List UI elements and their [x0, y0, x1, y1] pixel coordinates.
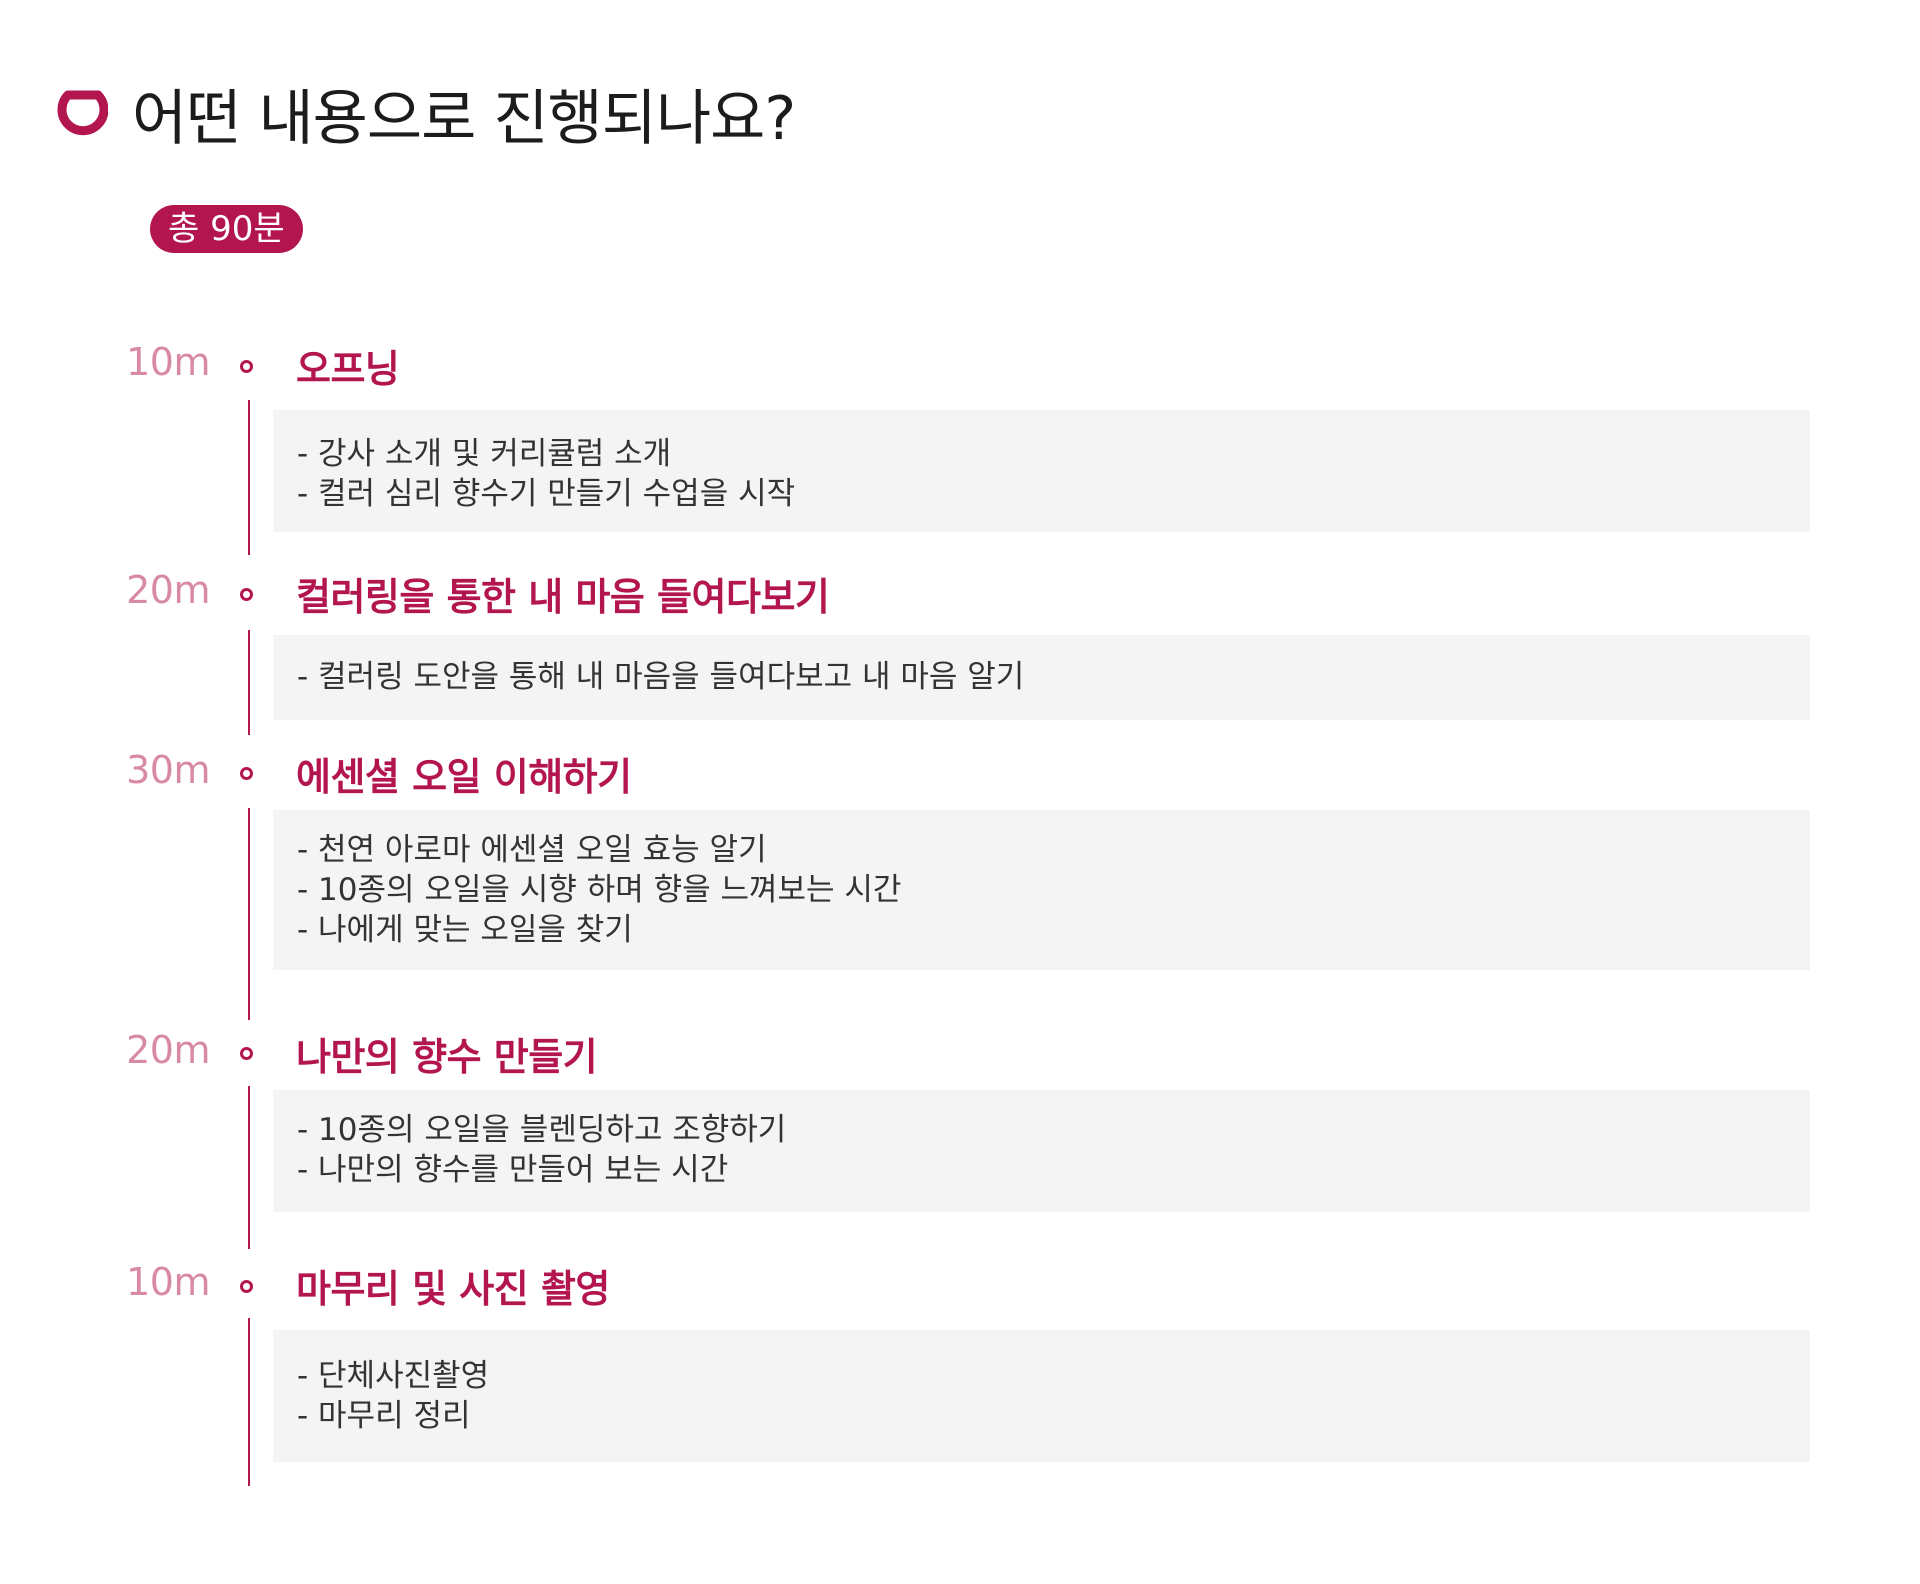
step-duration: 10m [126, 1260, 210, 1304]
step-title: 컬러링을 통한 내 마음 들여다보기 [296, 575, 830, 619]
timeline-line [248, 808, 250, 1020]
step-detail-box: - 컬러링 도안을 통해 내 마음을 들여다보고 내 마음 알기 [273, 635, 1810, 720]
timeline-line [248, 400, 250, 555]
step-title: 에센셜 오일 이해하기 [296, 755, 632, 799]
step-title: 나만의 향수 만들기 [296, 1035, 598, 1079]
circle-arc-logo-icon [57, 90, 108, 136]
step-duration: 10m [126, 340, 210, 384]
timeline-line [248, 1318, 250, 1486]
step-duration: 30m [126, 748, 210, 792]
timeline-line [248, 1086, 250, 1249]
detail-line: - 마무리 정리 [297, 1398, 471, 1434]
page-header: 어떤 내용으로 진행되나요? [54, 70, 796, 156]
step-detail-box: - 강사 소개 및 커리큘럼 소개 - 컬러 심리 향수기 만들기 수업을 시작 [273, 410, 1810, 532]
step-detail-box: - 천연 아로마 에센셜 오일 효능 알기 - 10종의 오일을 시향 하며 향… [273, 810, 1810, 970]
timeline-dot-icon [240, 588, 253, 601]
timeline-line [248, 630, 250, 735]
timeline-dot-icon [240, 1280, 253, 1293]
detail-line: - 단체사진촬영 [297, 1358, 490, 1394]
detail-line: - 컬러 심리 향수기 만들기 수업을 시작 [297, 476, 796, 512]
step-duration: 20m [126, 568, 210, 612]
step-detail-box: - 10종의 오일을 블렌딩하고 조향하기 - 나만의 향수를 만들어 보는 시… [273, 1090, 1810, 1212]
detail-line: - 강사 소개 및 커리큘럼 소개 [297, 436, 672, 472]
timeline-dot-icon [240, 1047, 253, 1060]
detail-line: - 나만의 향수를 만들어 보는 시간 [297, 1152, 729, 1188]
detail-line: - 10종의 오일을 시향 하며 향을 느껴보는 시간 [297, 872, 902, 908]
detail-line: - 천연 아로마 에센셜 오일 효능 알기 [297, 832, 767, 868]
total-duration-badge: 총 90분 [150, 205, 303, 253]
step-title: 마무리 및 사진 촬영 [296, 1267, 610, 1311]
page-title: 어떤 내용으로 진행되나요? [132, 83, 796, 154]
timeline-dot-icon [240, 360, 253, 373]
timeline-dot-icon [240, 767, 253, 780]
detail-line: - 나에게 맞는 오일을 찾기 [297, 912, 633, 948]
step-title: 오프닝 [296, 347, 400, 391]
step-duration: 20m [126, 1028, 210, 1072]
detail-line: - 컬러링 도안을 통해 내 마음을 들여다보고 내 마음 알기 [297, 659, 1025, 695]
step-detail-box: - 단체사진촬영 - 마무리 정리 [273, 1330, 1810, 1462]
detail-line: - 10종의 오일을 블렌딩하고 조향하기 [297, 1112, 787, 1148]
